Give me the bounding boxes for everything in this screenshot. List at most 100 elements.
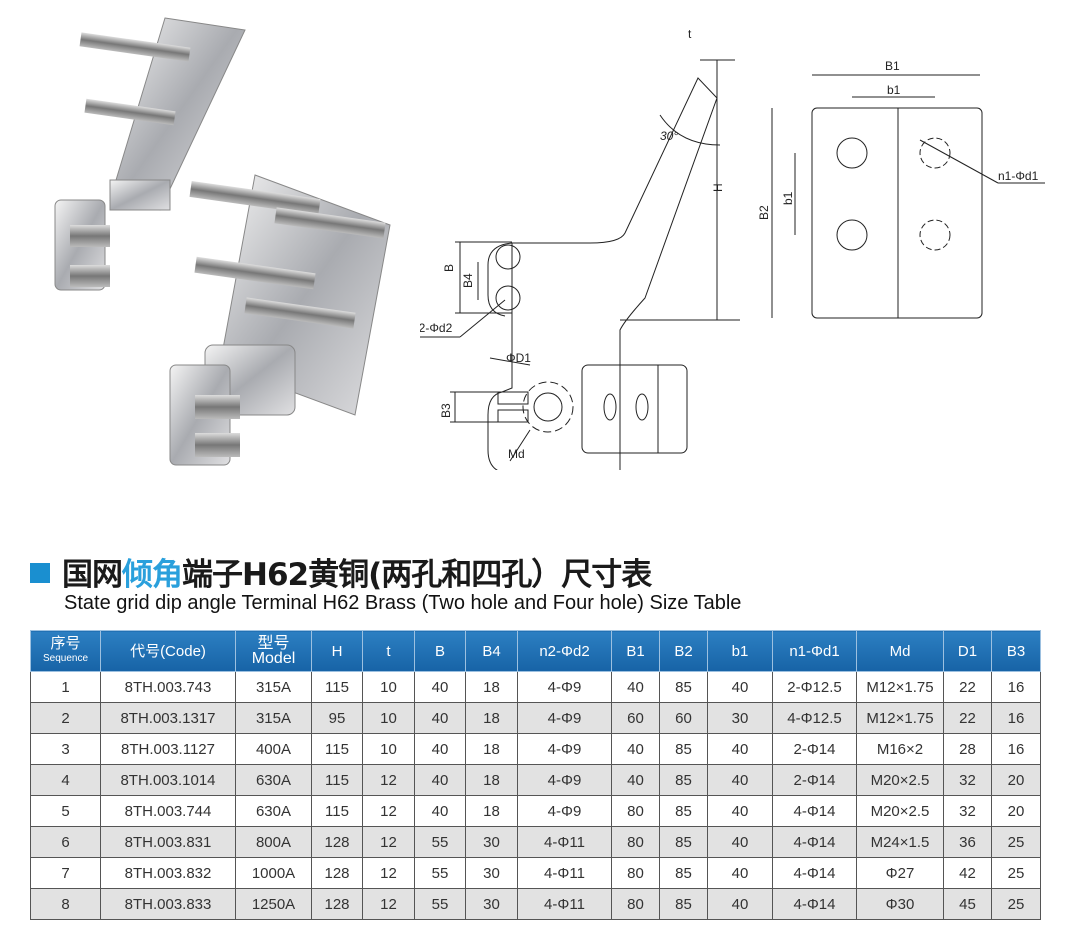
- table-cell: 32: [943, 764, 992, 796]
- table-cell: 2: [30, 702, 101, 734]
- product-photo-two-hole: [54, 17, 246, 291]
- table-cell: 16: [991, 702, 1041, 734]
- table-cell: 80: [611, 795, 660, 827]
- table-cell: 4-Φ11: [517, 826, 612, 858]
- angle-label: 30°: [660, 129, 678, 143]
- table-cell: 18: [465, 702, 518, 734]
- table-cell: 4: [30, 764, 101, 796]
- table-cell: 80: [611, 857, 660, 889]
- b1-width-label: B1: [885, 59, 900, 73]
- column-header: H: [311, 630, 363, 672]
- table-cell: Φ27: [856, 857, 944, 889]
- table-cell: 22: [943, 702, 992, 734]
- table-cell: 42: [943, 857, 992, 889]
- title-bullet-icon: [30, 563, 50, 583]
- table-cell: 4-Φ14: [772, 857, 857, 889]
- table-cell: 12: [362, 826, 415, 858]
- table-cell: 25: [991, 826, 1041, 858]
- table-cell: 8TH.003.1127: [100, 733, 236, 765]
- product-photo-four-hole: [169, 174, 391, 466]
- column-header: B1: [611, 630, 660, 672]
- column-header: b1: [707, 630, 773, 672]
- column-header: t: [362, 630, 415, 672]
- column-header: 代号(Code): [100, 630, 236, 672]
- table-cell: 32: [943, 795, 992, 827]
- table-cell: 28: [943, 733, 992, 765]
- column-header: D1: [943, 630, 992, 672]
- table-cell: 3: [30, 733, 101, 765]
- table-cell: M20×2.5: [856, 764, 944, 796]
- table-cell: 60: [611, 702, 660, 734]
- table-cell: 40: [707, 764, 773, 796]
- table-cell: 315A: [235, 671, 312, 703]
- table-cell: 800A: [235, 826, 312, 858]
- table-cell: 128: [311, 857, 363, 889]
- table-cell: 85: [659, 733, 708, 765]
- table-cell: 40: [611, 671, 660, 703]
- h-label: H: [711, 183, 725, 192]
- table-cell: 40: [707, 795, 773, 827]
- header-sublabel: Model: [251, 650, 296, 667]
- table-cell: 85: [659, 826, 708, 858]
- header-label: B1: [626, 642, 645, 660]
- header-label: B4: [482, 642, 501, 660]
- header-label: Md: [889, 642, 911, 660]
- table-cell: 22: [943, 671, 992, 703]
- table-cell: 4-Φ12.5: [772, 702, 857, 734]
- table-cell: 8TH.003.1014: [100, 764, 236, 796]
- table-cell: 40: [707, 671, 773, 703]
- table-cell: M24×1.5: [856, 826, 944, 858]
- table-cell: 40: [414, 764, 466, 796]
- table-cell: 60: [659, 702, 708, 734]
- table-cell: 6: [30, 826, 101, 858]
- md-label: Md: [508, 447, 525, 461]
- table-cell: 400A: [235, 733, 312, 765]
- table-title-zh: 国网倾角端子H62黄铜(两孔和四孔）尺寸表: [30, 549, 652, 594]
- table-cell: Φ30: [856, 888, 944, 920]
- title-accent: 倾角: [122, 557, 183, 593]
- table-cell: 85: [659, 857, 708, 889]
- technical-drawing: 30° t H B B4 n2-Φd2 B1 b1 B2 b1 n1-Φd1 Φ…: [420, 27, 1045, 470]
- table-cell: 10: [362, 671, 415, 703]
- table-cell: 1: [30, 671, 101, 703]
- title-prefix: 国网: [62, 557, 123, 593]
- column-header: B3: [991, 630, 1041, 672]
- b1-top-label: b1: [887, 83, 901, 97]
- header-label: D1: [957, 642, 978, 660]
- table-cell: 80: [611, 888, 660, 920]
- header-label: B3: [1006, 642, 1026, 660]
- header-sublabel: Sequence: [42, 653, 89, 664]
- table-cell: 10: [362, 733, 415, 765]
- table-cell: 36: [943, 826, 992, 858]
- b-label: B: [442, 264, 456, 272]
- table-cell: M16×2: [856, 733, 944, 765]
- table-cell: 40: [707, 826, 773, 858]
- table-cell: 40: [611, 733, 660, 765]
- table-cell: 16: [991, 733, 1041, 765]
- b4-label: B4: [461, 273, 475, 288]
- table-cell: 1000A: [235, 857, 312, 889]
- table-cell: 4-Φ14: [772, 795, 857, 827]
- title-suffix: 端子H62黄铜(两孔和四孔）尺寸表: [182, 557, 652, 593]
- table-cell: 20: [991, 764, 1041, 796]
- table-cell: 45: [943, 888, 992, 920]
- table-cell: 80: [611, 826, 660, 858]
- table-cell: 95: [311, 702, 363, 734]
- table-cell: 12: [362, 888, 415, 920]
- header-label: H: [331, 642, 343, 660]
- table-cell: 8TH.003.832: [100, 857, 236, 889]
- column-header: n1-Φd1: [772, 630, 857, 672]
- table-cell: 4-Φ9: [517, 733, 612, 765]
- table-cell: 85: [659, 764, 708, 796]
- n1d1-label: n1-Φd1: [998, 169, 1039, 183]
- table-cell: M12×1.75: [856, 702, 944, 734]
- table-cell: 4-Φ9: [517, 795, 612, 827]
- table-cell: 12: [362, 764, 415, 796]
- column-header: B4: [465, 630, 518, 672]
